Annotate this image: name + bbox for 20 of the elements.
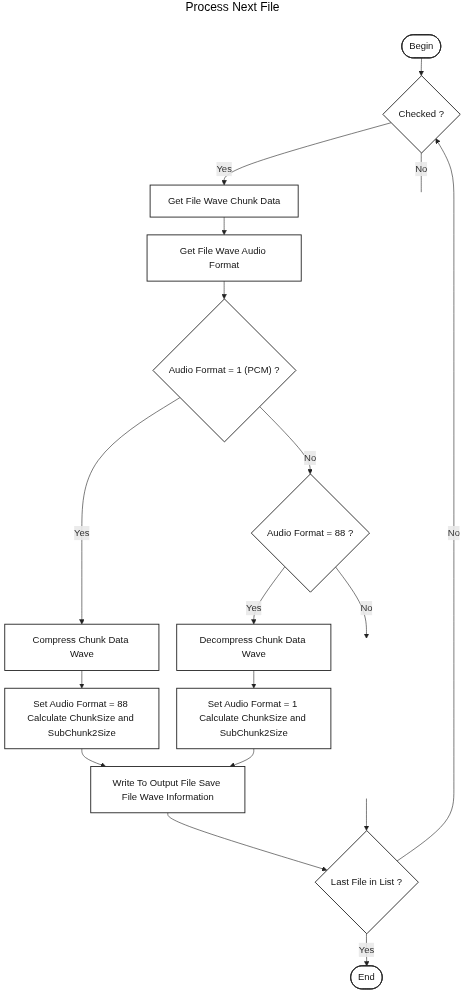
node-box: Compress Chunk Data Wave — [4, 623, 160, 671]
edge-label: Yes — [74, 527, 90, 538]
node-box: Get File Wave Chunk Data — [149, 184, 299, 218]
edge-label: No — [447, 527, 460, 538]
edge-label: No — [304, 452, 317, 463]
node-diamond: Checked ? — [382, 75, 461, 154]
node-box: Set Audio Format = 88 Calculate ChunkSize and SubChunk2Size — [4, 687, 160, 750]
node-box: Write To Output File Save File Wave Information — [90, 766, 246, 814]
node-box: Decompress Chunk Data Wave — [176, 623, 332, 671]
node-diamond: Last File in List ? — [314, 830, 419, 935]
node-box: Get File Wave Audio Format — [146, 234, 302, 282]
edge-label: Yes — [358, 944, 375, 955]
edge-label: Yes — [246, 602, 262, 613]
node-diamond: Audio Format = 88 ? — [250, 473, 370, 593]
node-diamond: Audio Format = 1 (PCM) ? — [152, 298, 297, 443]
edge-label: No — [415, 163, 428, 174]
node-box: Set Audio Format = 1 Calculate ChunkSize and SubChunk2Size — [176, 687, 332, 750]
edge-label: No — [360, 602, 373, 613]
edge-label: Yes — [216, 163, 232, 174]
note-text: Process Next File — [185, 0, 280, 14]
